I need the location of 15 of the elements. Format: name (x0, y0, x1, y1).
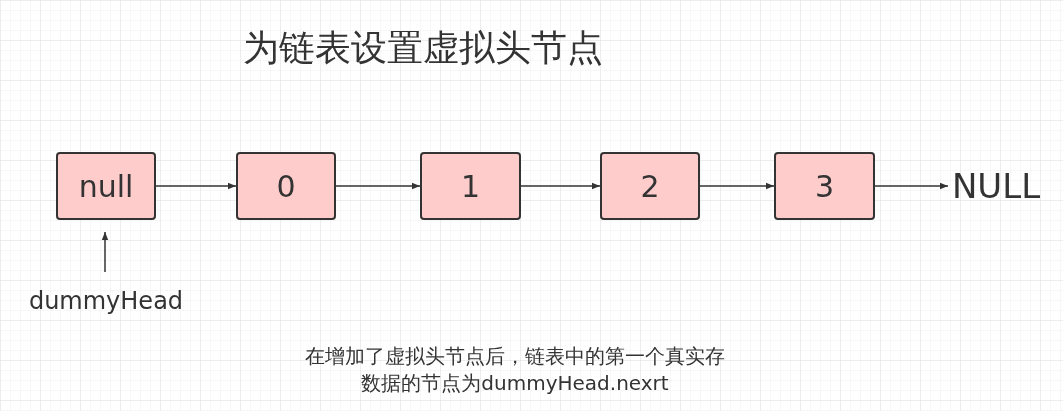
pointer-label: dummyHead (22, 284, 190, 318)
node-box: 2 (600, 152, 700, 220)
arrow (874, 182, 949, 190)
arrow (155, 182, 237, 190)
node-box: 1 (420, 152, 521, 220)
title: 为链表设置虚拟头节点 (243, 26, 603, 70)
null-text: NULL (950, 164, 1042, 208)
node-box: 0 (236, 152, 336, 220)
arrow (335, 182, 421, 190)
arrow (520, 182, 601, 190)
arrow (699, 182, 775, 190)
caption: 在增加了虚拟头节点后，链表中的第一个真实存数据的节点为dummyHead.nexrt (304, 343, 726, 397)
node-box: null (56, 152, 156, 220)
node-box: 3 (774, 152, 875, 220)
arrow (101, 231, 109, 273)
